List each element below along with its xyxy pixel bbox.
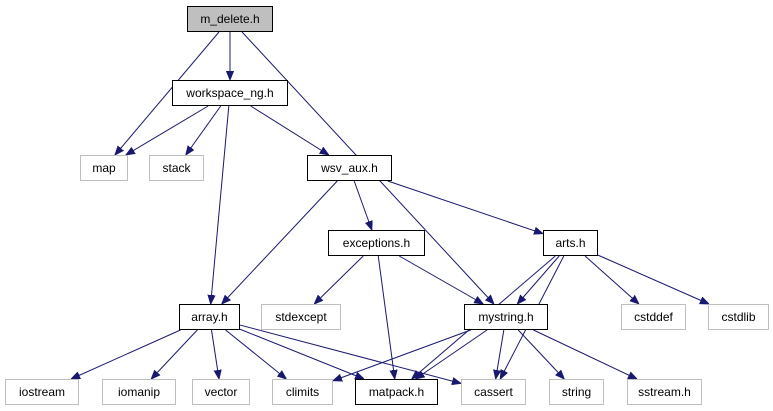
edge-workspace_ng-to-wsv_aux — [250, 105, 329, 155]
node-m-delete[interactable]: m_delete.h — [187, 6, 273, 32]
node-climits: climits — [272, 379, 333, 405]
edge-array-to-iomanip — [151, 329, 198, 379]
edge-m_delete-to-map — [115, 31, 220, 155]
node-stdexcept: stdexcept — [261, 304, 341, 330]
edge-arts-to-cstddef — [584, 255, 639, 304]
node-cstddef: cstddef — [621, 304, 686, 330]
edge-exceptions-to-stdexcept — [314, 255, 364, 304]
edge-wsv_aux-to-array — [222, 180, 338, 304]
edge-mystring-to-matpack — [415, 329, 488, 379]
node-mystring[interactable]: mystring.h — [464, 304, 548, 330]
node-matpack[interactable]: matpack.h — [355, 379, 438, 405]
node-cassert: cassert — [461, 379, 526, 405]
edge-wsv_aux-to-arts — [387, 180, 543, 234]
edge-mystring-to-cassert — [496, 329, 505, 379]
edge-mystring-to-climits — [333, 329, 471, 381]
node-string: string — [549, 379, 604, 405]
node-arts[interactable]: arts.h — [543, 230, 598, 256]
edge-array-to-climits — [225, 329, 287, 379]
node-vector: vector — [192, 379, 250, 405]
edge-mystring-to-sstream — [533, 329, 637, 379]
node-exceptions[interactable]: exceptions.h — [328, 230, 425, 256]
node-sstream: sstream.h — [627, 379, 702, 405]
edge-exceptions-to-mystring — [399, 255, 483, 304]
node-stack: stack — [149, 155, 204, 181]
edge-workspace_ng-to-stack — [186, 105, 222, 155]
edge-arts-to-cstdlib — [597, 254, 709, 304]
edge-mystring-to-string — [517, 329, 564, 379]
node-cstdlib: cstdlib — [708, 304, 769, 330]
node-iostream: iostream — [5, 379, 79, 405]
edge-arts-to-mystring — [517, 255, 560, 304]
edge-array-to-cassert — [239, 324, 461, 383]
edge-array-to-vector — [210, 329, 219, 379]
node-map: map — [80, 155, 128, 181]
edge-array-to-iostream — [71, 329, 181, 379]
edge-wsv_aux-to-exceptions — [353, 180, 372, 230]
edge-workspace_ng-to-array — [211, 105, 230, 304]
edge-array-to-matpack — [239, 328, 364, 380]
node-workspace-ng[interactable]: workspace_ng.h — [172, 80, 288, 106]
node-iomanip: iomanip — [102, 379, 176, 405]
edge-workspace_ng-to-map — [126, 105, 209, 155]
node-array[interactable]: array.h — [179, 304, 240, 330]
node-wsv-aux[interactable]: wsv_aux.h — [307, 155, 392, 181]
